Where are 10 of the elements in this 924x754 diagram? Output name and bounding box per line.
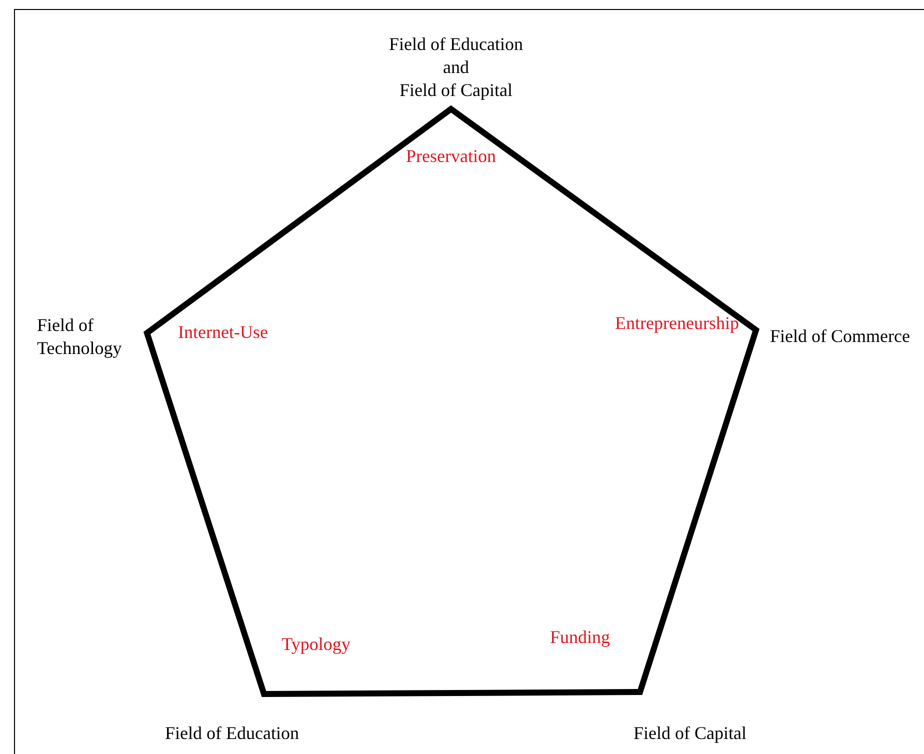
theme-label: Typology (282, 633, 350, 656)
field-label: Field of Capital (634, 722, 746, 745)
theme-label: Internet-Use (178, 321, 268, 344)
theme-label: Funding (550, 626, 610, 649)
field-label: Field of Education (165, 722, 299, 745)
field-label: Field of Commerce (770, 325, 910, 348)
field-label: Field of Education and Field of Capital (389, 33, 523, 102)
field-label: Field of Technology (37, 314, 122, 360)
theme-label: Preservation (406, 145, 496, 168)
theme-label: Entrepreneurship (615, 312, 739, 335)
